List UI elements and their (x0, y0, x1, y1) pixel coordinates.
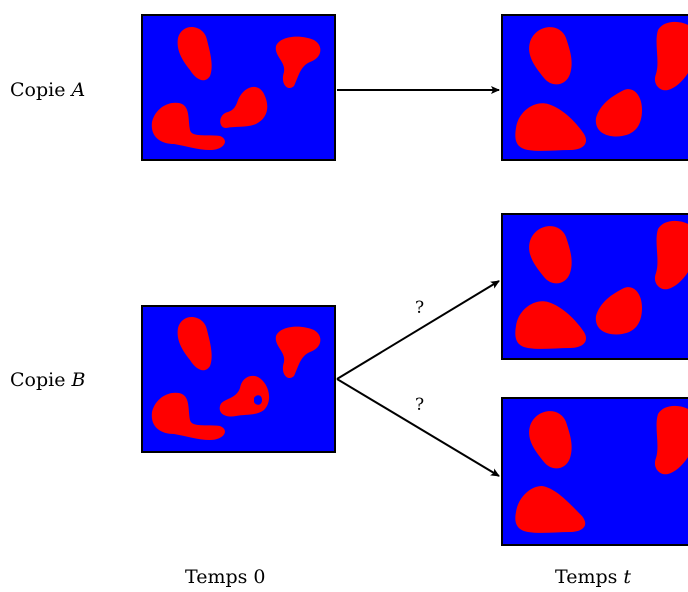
question-mark-upper: ? (415, 298, 425, 318)
blob (515, 301, 587, 349)
label-temps-t: Temps t (555, 568, 631, 587)
arrow-copie-b-upper (336, 280, 500, 380)
panel-copie-b-time-t-lower (501, 397, 688, 546)
panel-copie-b-time-t-upper (501, 213, 688, 360)
blob (655, 405, 688, 475)
blob (515, 103, 587, 151)
blob (595, 287, 642, 335)
label-copie-a-var: A (71, 79, 86, 101)
question-mark-lower: ? (415, 395, 425, 415)
label-copie-a: Copie A (10, 81, 85, 100)
blob (220, 86, 268, 128)
blob (151, 392, 225, 440)
label-temps-t-var: t (623, 566, 632, 588)
blob (529, 27, 572, 85)
blob (151, 102, 225, 150)
label-copie-b: Copie B (10, 371, 85, 390)
panel-copie-a-time-0 (141, 14, 336, 161)
blob (177, 316, 212, 371)
blob (595, 89, 642, 137)
blob (275, 326, 321, 379)
blob (529, 411, 572, 469)
label-copie-b-prefix: Copie (10, 369, 72, 391)
blob (655, 220, 688, 290)
label-temps-t-prefix: Temps (555, 566, 624, 588)
blob-with-hole (219, 375, 270, 417)
blob (275, 36, 321, 89)
label-copie-b-var: B (71, 369, 86, 391)
blob (177, 26, 212, 81)
label-temps-0: Temps 0 (185, 566, 266, 588)
blob (529, 226, 572, 284)
blob (515, 486, 586, 533)
blob (655, 21, 688, 91)
panel-copie-b-time-0 (141, 305, 336, 453)
label-copie-a-prefix: Copie (10, 79, 72, 101)
panel-copie-a-time-t (501, 14, 688, 161)
arrow-copie-b-lower (336, 378, 500, 477)
